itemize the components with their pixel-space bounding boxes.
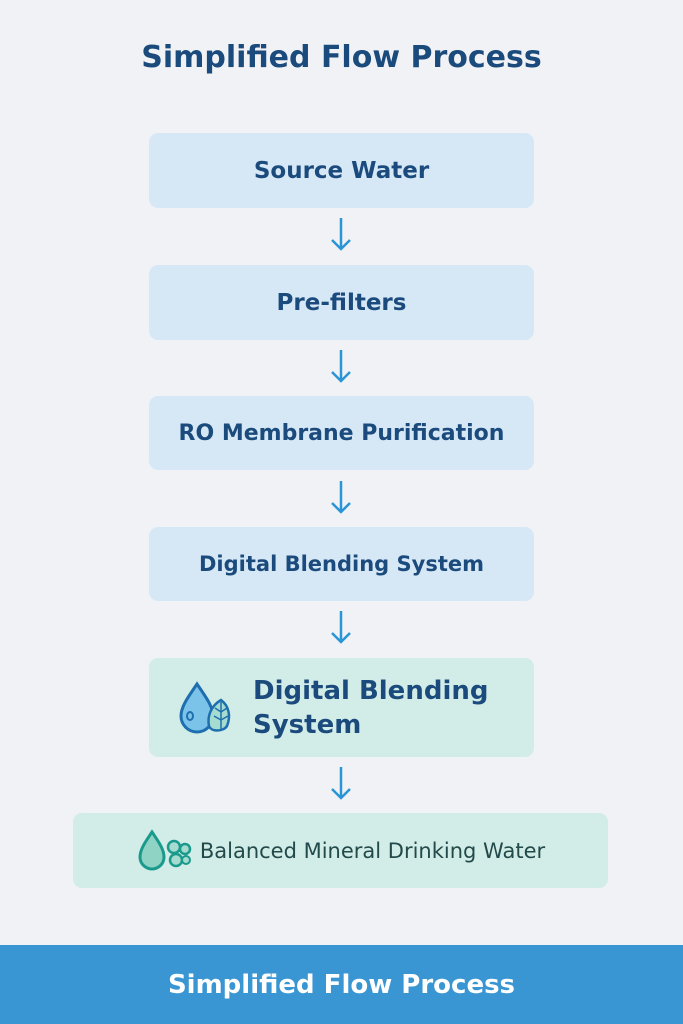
step-balanced-mineral-water: Balanced Mineral Drinking Water bbox=[73, 813, 608, 888]
arrow-down-icon bbox=[331, 481, 351, 514]
footer-banner: Simplified Flow Process bbox=[0, 945, 683, 1024]
water-drop-minerals-icon bbox=[138, 828, 192, 870]
step-label: Digital Blending System bbox=[253, 675, 489, 740]
step-label: Pre-filters bbox=[276, 289, 407, 316]
step-digital-blending-highlight: Digital Blending System bbox=[149, 658, 534, 757]
step-label: Balanced Mineral Drinking Water bbox=[199, 838, 546, 863]
diagram-title: Simplified Flow Process bbox=[141, 40, 542, 75]
step-label: RO Membrane Purification bbox=[178, 420, 505, 446]
water-drop-leaf-icon bbox=[179, 680, 231, 733]
footer-title: Simplified Flow Process bbox=[167, 969, 516, 1000]
step-label: Source Water bbox=[253, 157, 430, 184]
arrow-down-icon bbox=[331, 218, 351, 251]
step-label: Digital Blending System bbox=[199, 552, 484, 576]
step-source-water: Source Water bbox=[149, 133, 534, 208]
arrow-down-icon bbox=[331, 767, 351, 800]
arrow-down-icon bbox=[331, 350, 351, 383]
step-pre-filters: Pre-filters bbox=[149, 265, 534, 340]
step-digital-blending: Digital Blending System bbox=[149, 527, 534, 601]
arrow-down-icon bbox=[331, 611, 351, 644]
step-ro-membrane: RO Membrane Purification bbox=[149, 396, 534, 470]
